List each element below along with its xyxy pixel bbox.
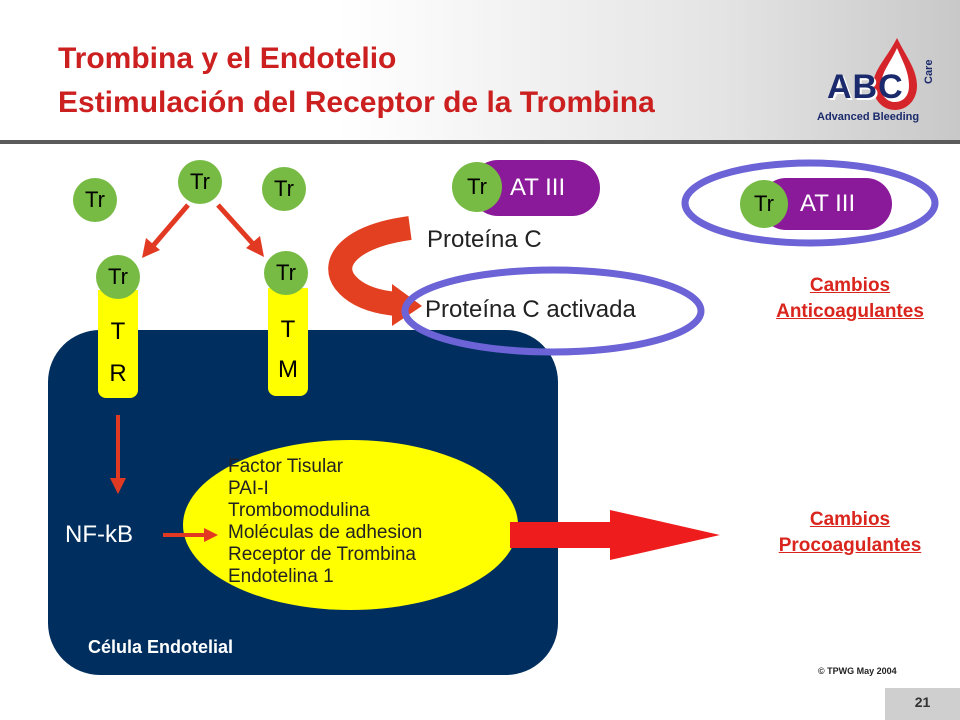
logo-tagline: Advanced Bleeding bbox=[817, 111, 920, 123]
page-number-bar bbox=[885, 688, 960, 720]
procoag-arrow bbox=[510, 510, 720, 560]
header-band bbox=[0, 0, 960, 140]
activated-protein-c-ellipse bbox=[401, 266, 705, 356]
arrow-to-tr bbox=[150, 203, 190, 249]
protein-c-label: Proteína C bbox=[427, 226, 542, 253]
arrow-head bbox=[246, 236, 264, 257]
header-divider bbox=[0, 140, 960, 144]
protein-c-arrow bbox=[328, 216, 412, 316]
at3-label: AT III bbox=[510, 174, 566, 201]
factor-item: PAI-I bbox=[228, 478, 269, 499]
at3-label: AT III bbox=[800, 190, 856, 217]
factor-item: Factor Tisular bbox=[228, 456, 344, 477]
factor-item: Receptor de Trombina bbox=[228, 544, 416, 565]
activated-protein-c-label: Proteína C activada bbox=[425, 296, 636, 323]
copyright-text: © TPWG May 2004 bbox=[818, 666, 897, 676]
thrombin-circle: Tr bbox=[73, 178, 117, 222]
receptor-letter: T bbox=[280, 316, 296, 343]
thrombin-circle: Tr bbox=[96, 255, 140, 299]
thrombin-circle: Tr bbox=[452, 162, 502, 212]
anticoag-line: Anticoagulantes bbox=[776, 301, 924, 322]
nucleus-ellipse bbox=[183, 440, 518, 610]
factor-list: Factor Tisular PAI-I Trombomodulina Molé… bbox=[228, 456, 422, 588]
abc-care-logo: ABC Care Advanced Bleeding bbox=[815, 30, 945, 130]
factor-item: Moléculas de adhesion bbox=[228, 522, 423, 543]
factor-item: Endotelina 1 bbox=[228, 566, 334, 587]
thrombin-circle: Tr bbox=[178, 160, 222, 204]
factor-item: Trombomodulina bbox=[228, 500, 370, 521]
thrombin-circle: Tr bbox=[262, 167, 306, 211]
receptor-letter: R bbox=[109, 360, 127, 387]
page-number: 21 bbox=[914, 694, 931, 710]
arrow-head bbox=[110, 478, 126, 494]
anticoag-line: Cambios bbox=[809, 275, 891, 296]
receptor-letter: M bbox=[278, 356, 298, 383]
anticoagulant-changes-label: Cambios Anticoagulantes bbox=[745, 273, 955, 325]
procoag-line: Procoagulantes bbox=[778, 535, 922, 556]
logo-brand: ABC bbox=[827, 68, 904, 106]
receptor-letter: T bbox=[110, 318, 126, 345]
thrombin-circle: Tr bbox=[264, 251, 308, 295]
tr-at3-ellipse bbox=[681, 159, 939, 247]
arrow-head bbox=[142, 238, 160, 258]
procoag-line: Cambios bbox=[809, 509, 891, 530]
arrow-head bbox=[204, 528, 218, 542]
arrow-to-tm bbox=[216, 203, 256, 247]
procoagulant-changes-label: Cambios Procoagulantes bbox=[745, 507, 955, 559]
slide-title: Trombina y el Endotelio bbox=[58, 42, 397, 75]
thrombin-circle: Tr bbox=[740, 180, 788, 228]
thrombomodulin-receptor bbox=[268, 288, 308, 396]
logo-drop-icon bbox=[873, 38, 917, 110]
nfkb-label: NF-kB bbox=[65, 521, 133, 548]
thrombin-receptor bbox=[98, 290, 138, 398]
slide-subtitle: Estimulación del Receptor de la Trombina bbox=[58, 86, 655, 119]
cell-label: Célula Endotelial bbox=[88, 637, 234, 657]
